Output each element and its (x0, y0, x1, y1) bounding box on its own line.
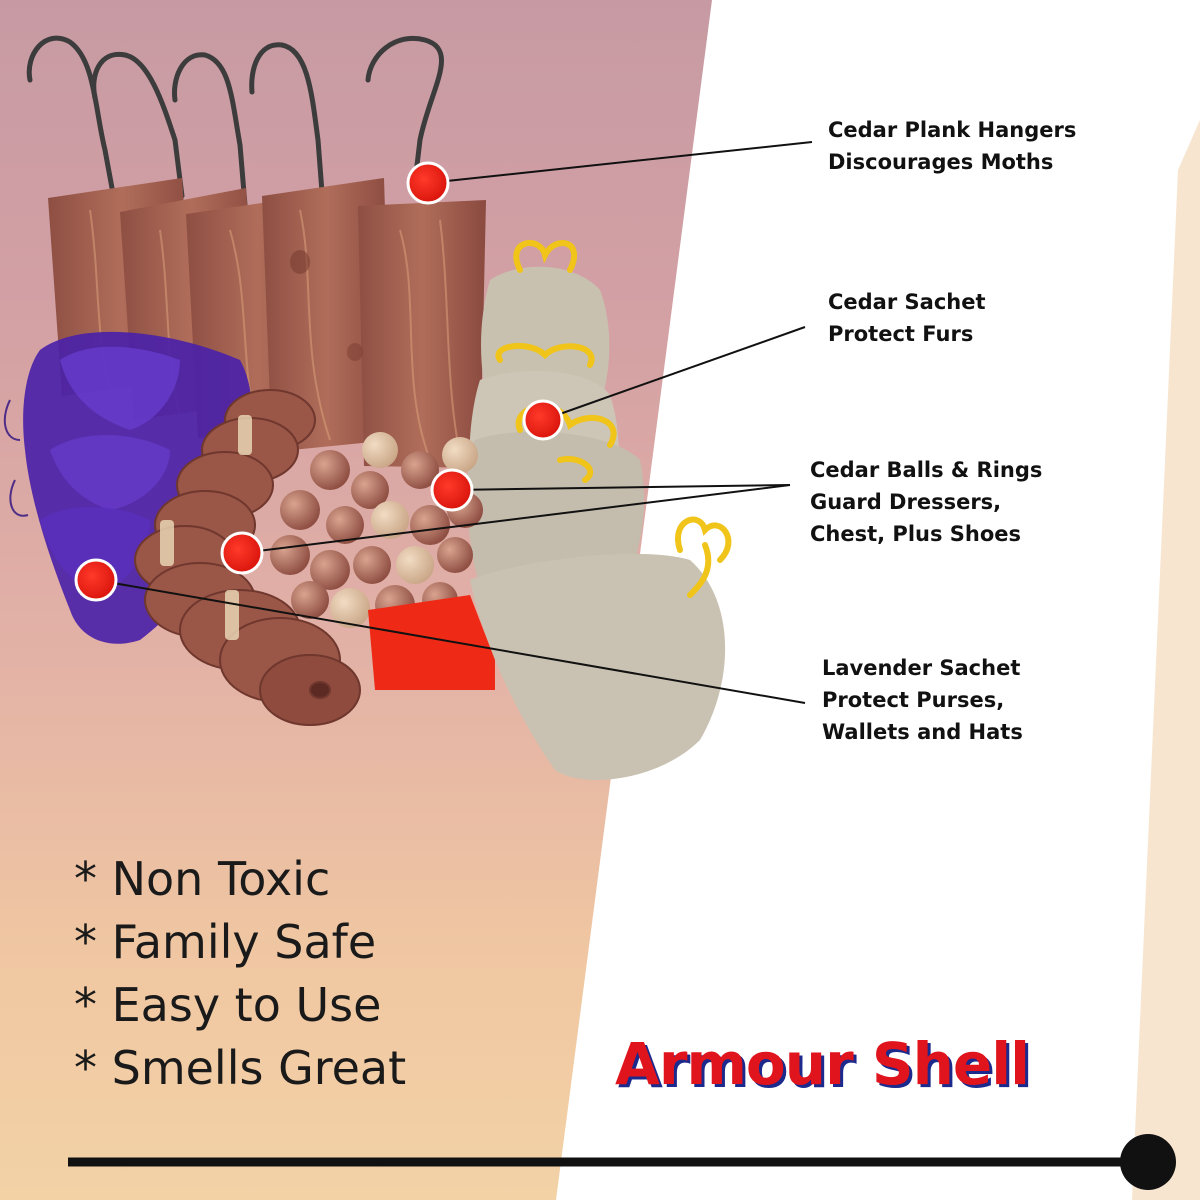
callout-cedar-sachet: Cedar Sachet Protect Furs (828, 286, 986, 350)
bottom-rule (68, 1134, 1176, 1190)
red-sachet-card (368, 595, 495, 690)
cedar-balls (270, 432, 483, 628)
marker-cedar-rings (220, 531, 264, 575)
callout-lavender-sachet: Lavender Sachet Protect Purses, Wallets … (822, 652, 1023, 748)
hanger-hooks (26, 35, 444, 208)
feature-item: * Family Safe (74, 915, 377, 969)
callout-cedar-sachet-line2: Protect Furs (828, 322, 974, 346)
feature-item: * Smells Great (74, 1041, 407, 1095)
feature-item: * Easy to Use (74, 978, 382, 1032)
bottom-rule-dot (1120, 1134, 1176, 1190)
burlap-cedar-sachets (467, 240, 732, 780)
callout-hangers: Cedar Plank Hangers Discourages Moths (828, 114, 1076, 178)
marker-cedar-sachet (522, 399, 564, 441)
marker-hangers (406, 161, 450, 205)
callout-cedar-sachet-line1: Cedar Sachet (828, 290, 986, 314)
callout-hangers-line1: Cedar Plank Hangers (828, 118, 1077, 142)
callout-cedar-balls-rings-line1: Cedar Balls & Rings (810, 458, 1043, 482)
callout-lavender-sachet-line3: Wallets and Hats (822, 720, 1023, 744)
callout-lines (95, 141, 813, 704)
feature-list: * Non Toxic * Family Safe * Easy to Use … (74, 848, 406, 1100)
brand-name: Armour Shell (615, 1030, 1030, 1098)
callout-cedar-balls-rings: Cedar Balls & Rings Guard Dressers, Ches… (810, 454, 1042, 550)
marker-cedar-balls (430, 468, 474, 512)
marker-lavender-sachet (74, 558, 118, 602)
callout-lavender-sachet-line1: Lavender Sachet (822, 656, 1021, 680)
callout-markers (74, 161, 564, 602)
callout-cedar-balls-rings-line2: Guard Dressers, (810, 490, 1002, 514)
feature-item: * Non Toxic (74, 852, 331, 906)
callout-hangers-line2: Discourages Moths (828, 150, 1054, 174)
callout-cedar-balls-rings-line3: Chest, Plus Shoes (810, 522, 1022, 546)
callout-lavender-sachet-line2: Protect Purses, (822, 688, 1005, 712)
